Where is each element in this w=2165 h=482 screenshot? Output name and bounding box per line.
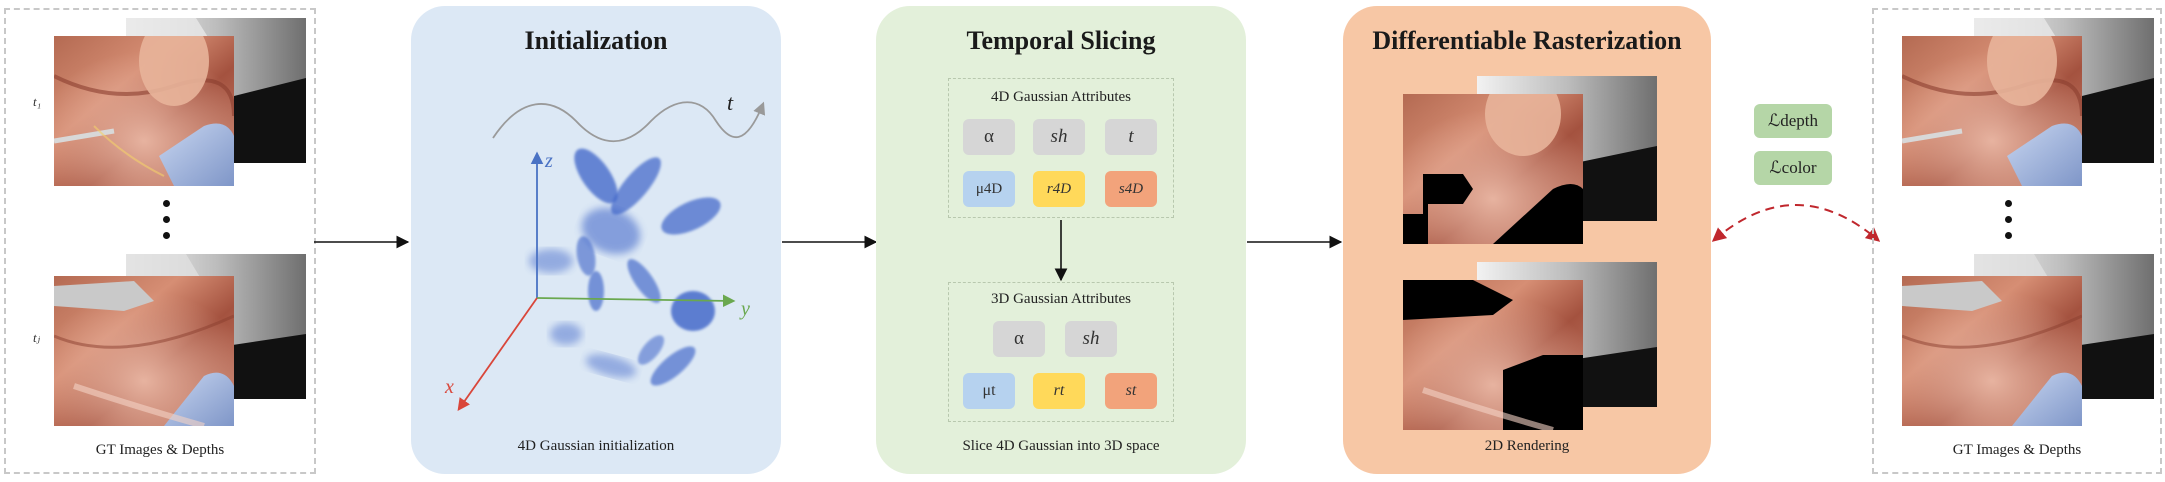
x-axis-label: x <box>445 376 454 398</box>
attr-alpha-4d: α <box>963 119 1015 155</box>
rasterization-title: Differentiable Rasterization <box>1372 26 1682 55</box>
gaussian-ellipsoids <box>529 148 721 386</box>
attr-alpha-3d: α <box>993 321 1045 357</box>
rasterization-caption: 2D Rendering <box>1484 438 1570 454</box>
initialization-title: Initialization <box>524 26 668 55</box>
gt-rgb-image-4 <box>1902 276 2082 426</box>
ellipsis-dot <box>2005 200 2012 207</box>
time-label-t1: t₁ <box>33 94 42 109</box>
depth-loss-label: ℒdepth <box>1754 104 1832 138</box>
t-axis-label: t <box>727 90 734 115</box>
rasterization-stage: Differentiable Rasterization 2D Renderin… <box>1343 6 1711 474</box>
z-axis-label: z <box>545 150 553 172</box>
right-gt-caption: GT Images & Depths <box>1952 442 2082 458</box>
ellipsis-dot <box>2005 216 2012 223</box>
rendered-rgb-2 <box>1403 280 1583 430</box>
4d-attributes-title: 4D Gaussian Attributes <box>991 89 1131 105</box>
time-wave <box>492 101 766 143</box>
initialization-caption: 4D Gaussian initialization <box>517 438 675 454</box>
attr-mu-3d: μt <box>963 373 1015 409</box>
left-gt-panel: t₁ tⱼ GT Images & Depths <box>4 8 316 474</box>
flow-arrow-1 <box>314 235 410 249</box>
left-gt-caption: GT Images & Depths <box>95 442 225 458</box>
gaussian-space-illustration <box>457 101 766 412</box>
3d-attributes-title: 3D Gaussian Attributes <box>991 291 1131 307</box>
temporal-slicing-caption: Slice 4D Gaussian into 3D space <box>962 438 1160 454</box>
attr-sh-4d: sh <box>1033 119 1085 155</box>
right-gt-panel: GT Images & Depths <box>1872 8 2162 474</box>
x-axis <box>457 297 538 412</box>
time-label-tj: tⱼ <box>33 330 41 345</box>
attr-s-3d: st <box>1105 373 1157 409</box>
temporal-slicing-title: Temporal Slicing <box>966 26 1156 55</box>
attr-s-4d: s4D <box>1105 171 1157 207</box>
y-axis <box>536 294 736 308</box>
flow-arrow-3 <box>1247 235 1343 249</box>
attr-mu-4d: μ4D <box>963 171 1015 207</box>
color-loss-label: ℒcolor <box>1754 151 1832 185</box>
rendered-rgb-1 <box>1403 94 1583 244</box>
ellipsis-dot <box>163 216 170 223</box>
y-axis-label: y <box>741 298 750 320</box>
gt-rgb-image-2 <box>54 276 234 426</box>
ellipsis-dot <box>163 232 170 239</box>
attr-r-3d: rt <box>1033 373 1085 409</box>
flow-arrow-2 <box>782 235 878 249</box>
ellipsis-dot <box>163 200 170 207</box>
temporal-slicing-stage: Temporal Slicing 4D Gaussian Attributes … <box>876 6 1246 474</box>
slicing-down-arrow <box>1054 220 1068 282</box>
initialization-stage: Initialization t z y x 4D Gaussian initi… <box>411 6 781 474</box>
ellipsis-dot <box>2005 232 2012 239</box>
attr-r-4d: r4D <box>1033 171 1085 207</box>
attr-sh-3d: sh <box>1065 321 1117 357</box>
3d-attributes-group: 3D Gaussian Attributes α sh μt rt st <box>948 282 1174 422</box>
gt-rgb-image-1 <box>54 36 234 186</box>
attr-t-4d: t <box>1105 119 1157 155</box>
gt-rgb-image-3 <box>1902 36 2082 186</box>
loss-comparison-arrow <box>1711 204 1881 242</box>
4d-attributes-group: 4D Gaussian Attributes α sh t μ4D r4D s4… <box>948 78 1174 218</box>
